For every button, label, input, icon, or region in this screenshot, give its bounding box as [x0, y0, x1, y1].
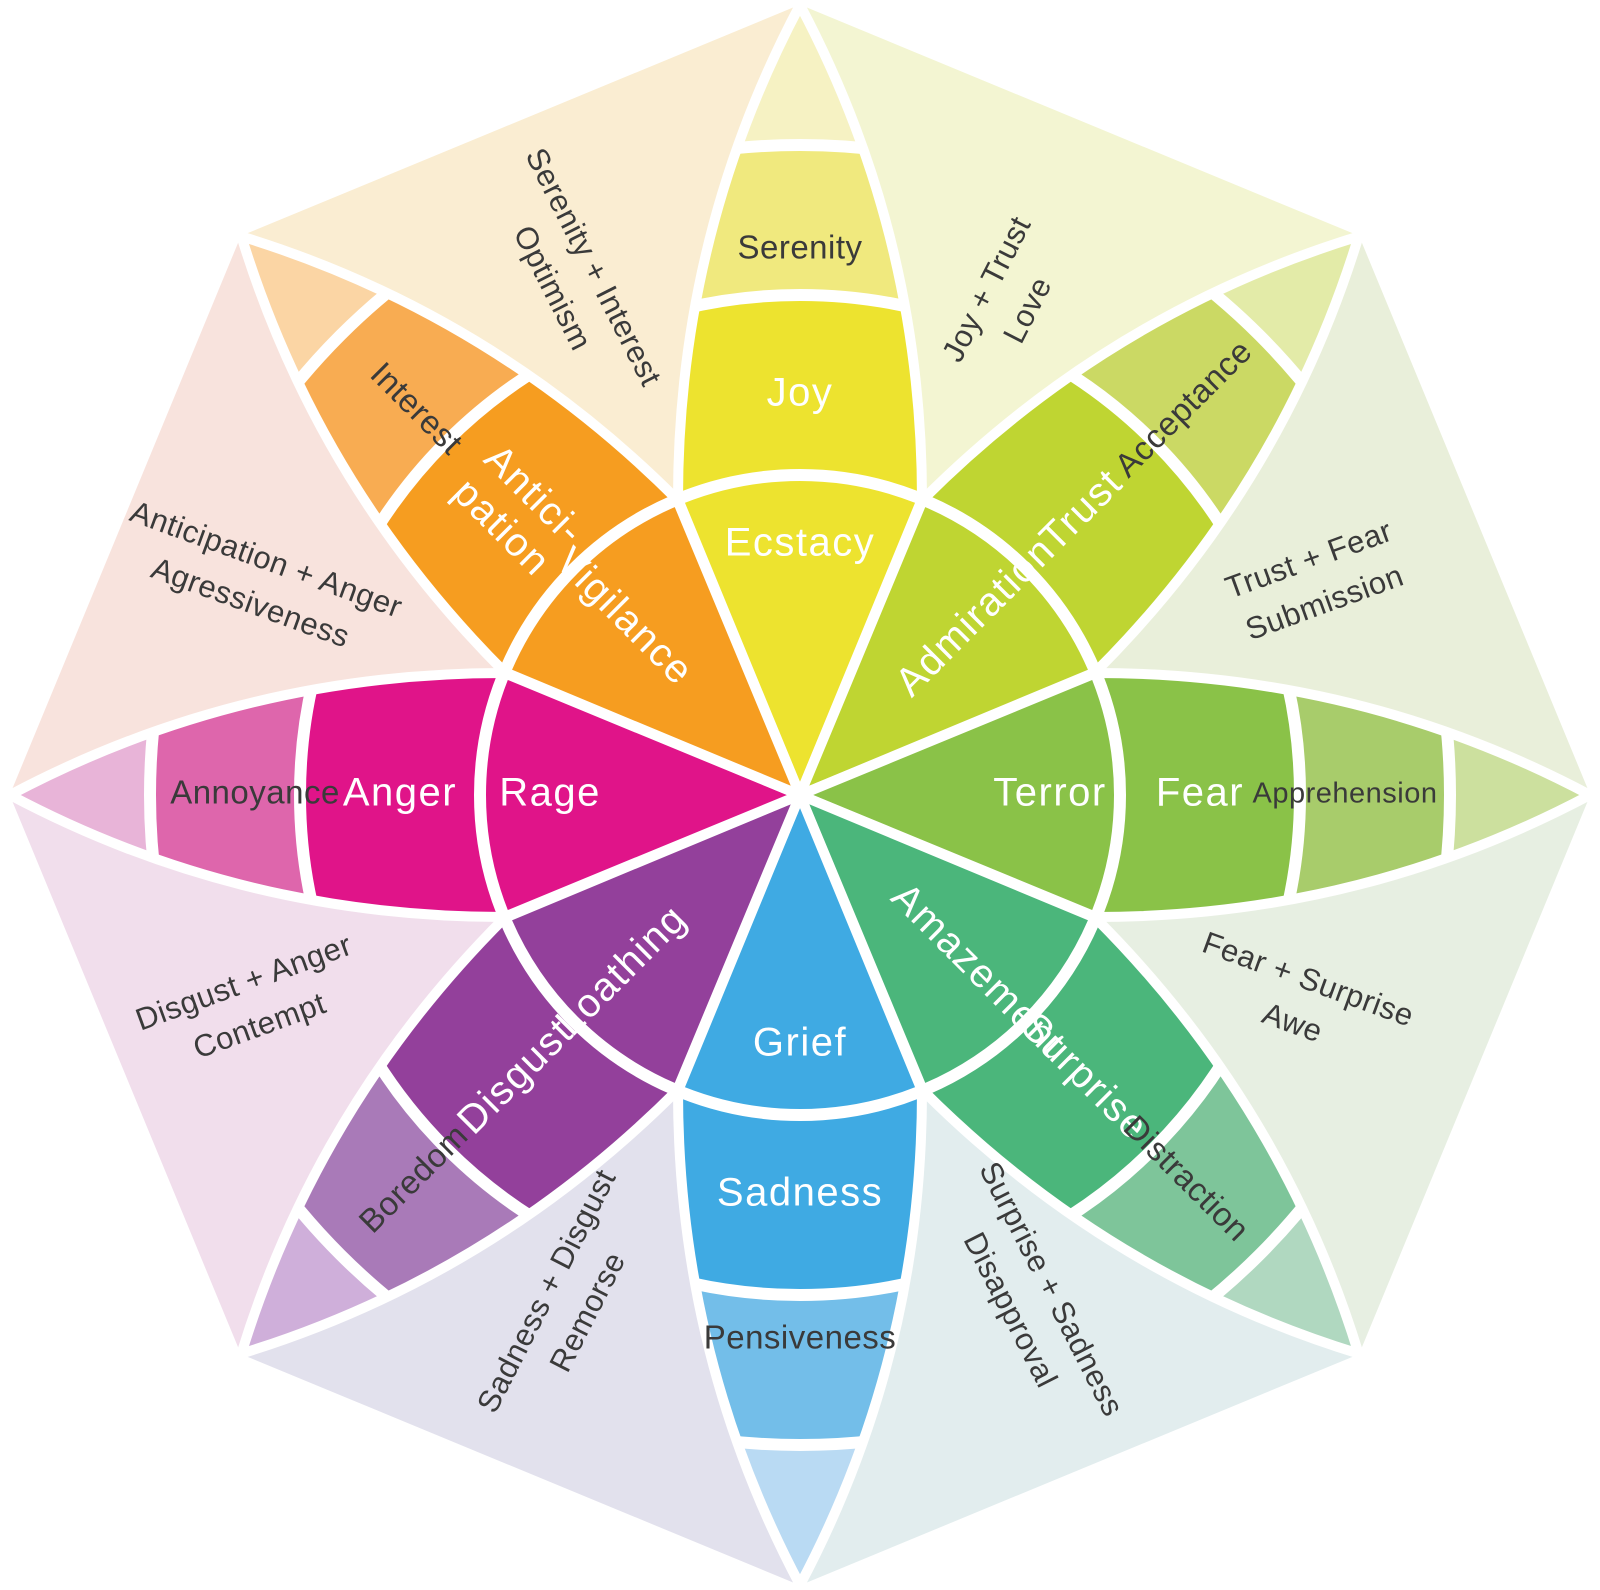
label-ecstacy: Ecstacy — [725, 521, 876, 565]
ring-separator — [144, 673, 800, 917]
label-rage: Rage — [499, 771, 601, 815]
ring-separator — [473, 468, 887, 882]
ring-separator — [713, 708, 1306, 1301]
label-sadness: Sadness — [717, 1171, 883, 1215]
ring-separator — [800, 673, 1126, 917]
ring-separator — [678, 469, 922, 795]
label-pensiveness: Pensiveness — [704, 1319, 897, 1356]
petal-anger — [10, 145, 1450, 1445]
ring-separator — [678, 795, 922, 1451]
ring-separator — [678, 139, 922, 795]
ring-separator — [293, 708, 887, 1301]
ring-separator — [678, 289, 922, 795]
ring-separator — [678, 795, 922, 1301]
label-fear: Fear — [1156, 771, 1244, 815]
label-terror: Terror — [993, 771, 1106, 815]
ring-separator — [800, 673, 1306, 917]
ring-separator — [713, 468, 1126, 882]
ring-separator — [473, 708, 887, 1121]
label-joy: Joy — [767, 371, 834, 415]
ring-separator — [294, 673, 800, 917]
ring-separator — [713, 288, 1306, 882]
label-grief: Grief — [753, 1021, 847, 1065]
label-annoyance: Annoyance — [170, 774, 340, 811]
ring-separator — [293, 288, 887, 882]
label-anger: Anger — [343, 771, 457, 815]
petal-fear — [150, 145, 1590, 1445]
label-serenity: Serenity — [737, 229, 862, 266]
ring-separator — [800, 673, 1456, 917]
petal-joy — [150, 5, 1450, 1445]
ring-separator — [474, 673, 800, 917]
ring-separator — [713, 708, 1126, 1121]
ring-separator — [678, 795, 922, 1121]
petal-sadness — [150, 145, 1450, 1585]
label-apprehension: Apprehension — [1253, 778, 1438, 810]
